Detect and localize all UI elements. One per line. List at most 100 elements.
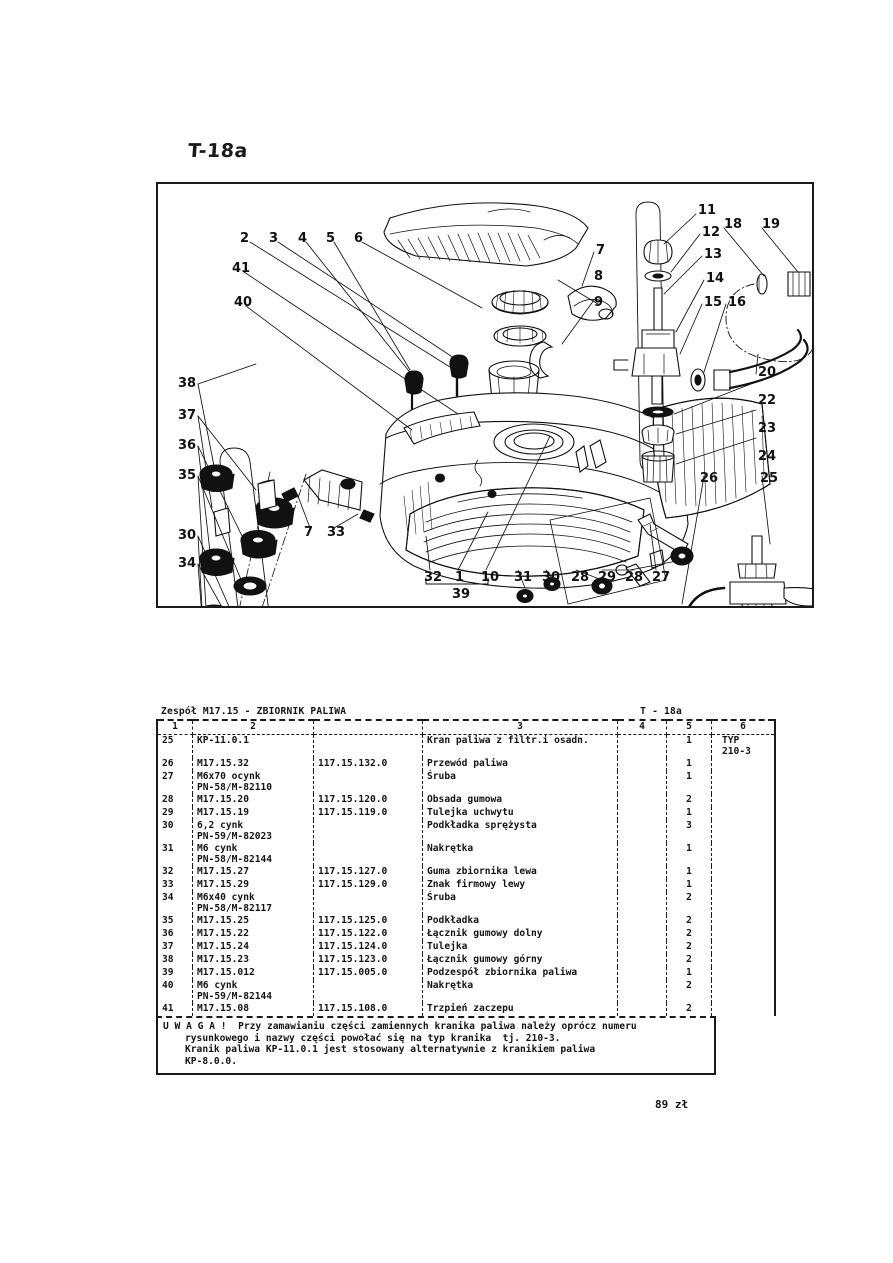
cell-norm: M17.15.23 xyxy=(192,954,314,967)
table-row: 28 M17.15.20 117.15.120.0 Obsada gumowa … xyxy=(156,794,776,807)
callout-25: 25 xyxy=(760,471,779,486)
cell-col4 xyxy=(617,794,667,807)
cell-norm-line1: M6x40 cynk xyxy=(197,892,255,903)
cell-drawing-number xyxy=(313,980,423,1003)
table-row: 30 6,2 cynk PN-59/M-82023 Podkładka sprę… xyxy=(156,820,776,843)
cell-quantity: 1 xyxy=(666,807,712,820)
cell-drawing-number: 117.15.129.0 xyxy=(313,879,423,892)
callout-4: 4 xyxy=(298,231,308,246)
cell-position: 31 xyxy=(156,843,193,866)
cell-position: 38 xyxy=(156,954,193,967)
callout-33: 33 xyxy=(327,525,346,540)
cell-norm: M6x70 ocynk PN-58/M-82110 xyxy=(192,771,314,794)
cell-part-name: Łącznik gumowy górny xyxy=(422,954,618,967)
cell-norm: 6,2 cynk PN-59/M-82023 xyxy=(192,820,314,843)
header-col-2: 2 xyxy=(192,719,314,735)
callout-7-top: 7 xyxy=(596,243,606,258)
callout-8: 8 xyxy=(594,269,604,284)
cell-norm-line2: PN-59/M-82023 xyxy=(197,831,273,842)
cell-remarks xyxy=(711,941,776,954)
callout-1: 1 xyxy=(455,570,465,585)
callout-35: 35 xyxy=(178,468,197,483)
cell-drawing-number: 117.15.125.0 xyxy=(313,915,423,928)
cell-norm: M6 cynk PN-59/M-82144 xyxy=(192,980,314,1003)
callout-28-b: 28 xyxy=(625,570,644,585)
exploded-diagram-figure: 2 3 4 5 6 41 40 7 8 9 11 12 13 14 15 16 … xyxy=(156,182,814,608)
callout-36: 36 xyxy=(178,438,197,453)
cell-quantity: 2 xyxy=(666,892,712,915)
cell-quantity: 1 xyxy=(666,967,712,980)
cell-part-name: Tulejka xyxy=(422,941,618,954)
cell-norm-line2: PN-59/M-82144 xyxy=(197,991,273,1002)
cell-drawing-number: 117.15.132.0 xyxy=(313,758,423,771)
cell-quantity: 1 xyxy=(666,879,712,892)
cell-norm-line2: PN-58/M-82117 xyxy=(197,903,273,914)
header-col-6: 6 xyxy=(711,719,776,735)
cell-part-name: Znak firmowy lewy xyxy=(422,879,618,892)
cell-col4 xyxy=(617,892,667,915)
cell-norm: M17.15.27 xyxy=(192,866,314,879)
cell-norm: M17.15.20 xyxy=(192,794,314,807)
callout-26: 26 xyxy=(700,471,719,486)
cell-remarks-code: 210-3 xyxy=(722,746,751,757)
cell-part-name: Podkładka sprężysta xyxy=(422,820,618,843)
parts-table-body: 25 KP-11.0.1 Kran paliwa z filtr.i osadn… xyxy=(156,734,776,1016)
table-header-row: 1 2 3 4 5 6 xyxy=(156,719,776,735)
cell-part-name: Nakrętka xyxy=(422,843,618,866)
note-line-1: U W A G A ! Przy zamawianiu części zamie… xyxy=(163,1021,637,1032)
table-row: 26 M17.15.32 117.15.132.0 Przewód paliwa… xyxy=(156,758,776,771)
cell-part-name: Trzpień zaczepu xyxy=(422,1003,618,1016)
callout-39: 39 xyxy=(452,587,471,602)
header-col-4: 4 xyxy=(617,719,667,735)
cell-quantity: 2 xyxy=(666,941,712,954)
header-col-5: 5 xyxy=(666,719,712,735)
cell-col4 xyxy=(617,1003,667,1016)
cell-col4 xyxy=(617,928,667,941)
cell-position: 25 xyxy=(156,734,193,758)
callout-18: 18 xyxy=(724,217,743,232)
cell-drawing-number: 117.15.108.0 xyxy=(313,1003,423,1016)
header-col-3: 3 xyxy=(422,719,618,735)
cell-col4 xyxy=(617,820,667,843)
cell-part-name: Śruba xyxy=(422,771,618,794)
cell-drawing-number xyxy=(313,892,423,915)
note-line-3: Kranik paliwa KP-11.0.1 jest stosowany a… xyxy=(185,1044,596,1055)
cell-col4 xyxy=(617,941,667,954)
cell-position: 30 xyxy=(156,820,193,843)
table-row: 33 M17.15.29 117.15.129.0 Znak firmowy l… xyxy=(156,879,776,892)
table-row: 35 M17.15.25 117.15.125.0 Podkładka 2 xyxy=(156,915,776,928)
callout-27: 27 xyxy=(652,570,671,585)
cell-remarks xyxy=(711,892,776,915)
cell-position: 34 xyxy=(156,892,193,915)
cell-norm: M6 cynk PN-58/M-82144 xyxy=(192,843,314,866)
cell-position: 33 xyxy=(156,879,193,892)
header-col-2b xyxy=(313,719,423,735)
cell-norm: M6x40 cynk PN-58/M-82117 xyxy=(192,892,314,915)
cell-col4 xyxy=(617,915,667,928)
cell-part-name: Guma zbiornika lewa xyxy=(422,866,618,879)
cell-quantity: 2 xyxy=(666,1003,712,1016)
header-col-1: 1 xyxy=(156,719,193,735)
cell-part-name: Łącznik gumowy dolny xyxy=(422,928,618,941)
cell-norm: M17.15.32 xyxy=(192,758,314,771)
cell-norm-line1: KP-11.0.1 xyxy=(197,735,249,746)
cell-remarks xyxy=(711,915,776,928)
table-row: 37 M17.15.24 117.15.124.0 Tulejka 2 xyxy=(156,941,776,954)
cell-remarks xyxy=(711,807,776,820)
cell-position: 26 xyxy=(156,758,193,771)
cell-remarks xyxy=(711,954,776,967)
cell-remarks-typ: TYP xyxy=(722,735,740,746)
cell-col4 xyxy=(617,734,667,758)
cell-norm-line2: PN-58/M-82144 xyxy=(197,854,273,865)
cell-remarks xyxy=(711,843,776,866)
callout-34: 34 xyxy=(178,556,197,571)
cell-part-name: Śruba xyxy=(422,892,618,915)
cell-norm: M17.15.012 xyxy=(192,967,314,980)
table-row: 29 M17.15.19 117.15.119.0 Tulejka uchwyt… xyxy=(156,807,776,820)
cell-quantity: 1 xyxy=(666,771,712,794)
cell-norm-line1: M6x70 ocynk xyxy=(197,771,261,782)
cell-drawing-number: 117.15.127.0 xyxy=(313,866,423,879)
diagram-artwork xyxy=(197,201,812,606)
callout-30-bottom: 30 xyxy=(542,570,561,585)
cell-norm: M17.15.22 xyxy=(192,928,314,941)
